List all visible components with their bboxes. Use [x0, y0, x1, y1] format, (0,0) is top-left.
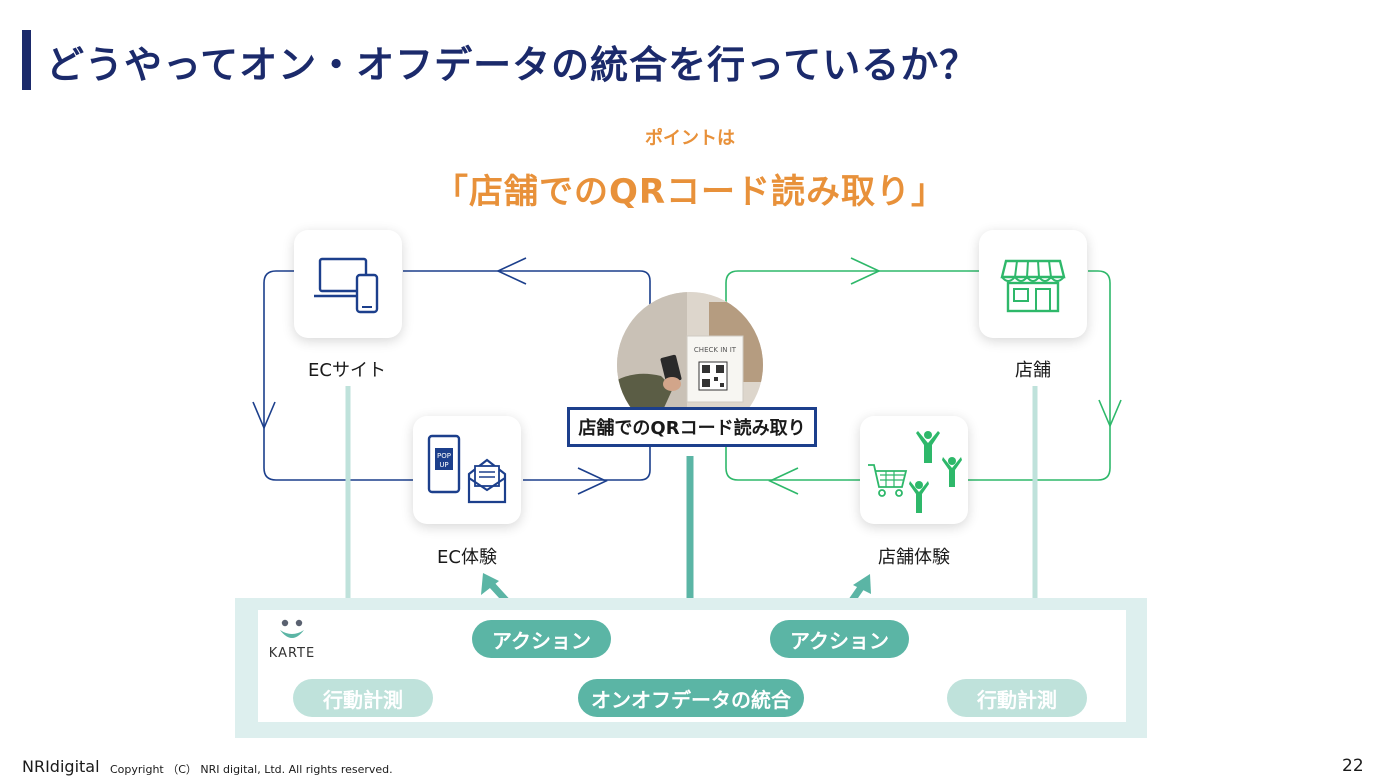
ec-arrow-left	[252, 401, 276, 431]
qr-reading-box: 店舗でのQRコード読み取り	[567, 407, 817, 447]
ec-site-icon-box	[294, 230, 402, 338]
title-accent-bar	[22, 30, 31, 90]
action-right-pill: アクション	[770, 620, 909, 658]
storefront-icon	[1000, 259, 1066, 313]
popup-text-2: UP	[439, 461, 448, 469]
footer-logo: NRIdigital	[22, 757, 100, 776]
store-experience-icon-box	[860, 416, 968, 524]
ec-experience-icon-box: POP UP	[413, 416, 521, 524]
ec-site-label: ECサイト	[308, 360, 386, 381]
measure-right-pill: 行動計測	[947, 679, 1087, 717]
store-loop-line-right	[968, 270, 1111, 481]
store-icon-box	[979, 230, 1087, 338]
store-arrow-bottom	[768, 467, 799, 495]
store-arrow-right	[1098, 399, 1122, 429]
laptop-smartphone-icon	[314, 257, 379, 314]
karte-logo: KARTE	[266, 618, 318, 661]
point-main-heading: 「店舗でのQRコード読み取り」	[433, 172, 947, 212]
measure-left-pill: 行動計測	[293, 679, 433, 717]
cart-people-icon	[868, 431, 962, 513]
footer-copyright: Copyright （C） NRI digital, Ltd. All righ…	[110, 763, 393, 776]
store-label: 店舗	[1015, 360, 1051, 381]
store-experience-label: 店舗体験	[878, 547, 950, 568]
photo-sign-text: CHECK IN IT	[694, 346, 737, 354]
ec-experience-label: EC体験	[437, 547, 497, 568]
integration-pill: オンオフデータの統合	[578, 679, 804, 717]
action-left-pill: アクション	[472, 620, 611, 658]
store-arrow-top	[850, 257, 881, 285]
action-left-arrowhead	[481, 573, 499, 595]
page-number: 22	[1342, 756, 1364, 776]
ec-arrow-top	[496, 257, 527, 285]
slide-title: どうやってオン・オフデータの統合を行っているか？	[46, 43, 979, 87]
karte-logo-text: KARTE	[268, 646, 316, 661]
action-right-arrowhead	[853, 574, 871, 594]
ec-loop-line-left	[263, 270, 413, 481]
popup-text-1: POP	[437, 452, 451, 460]
point-label: ポイントは	[645, 128, 735, 149]
karte-smile-icon	[280, 619, 304, 638]
ec-arrow-bottom	[577, 467, 608, 495]
popup-mail-icon: POP UP	[427, 434, 507, 504]
